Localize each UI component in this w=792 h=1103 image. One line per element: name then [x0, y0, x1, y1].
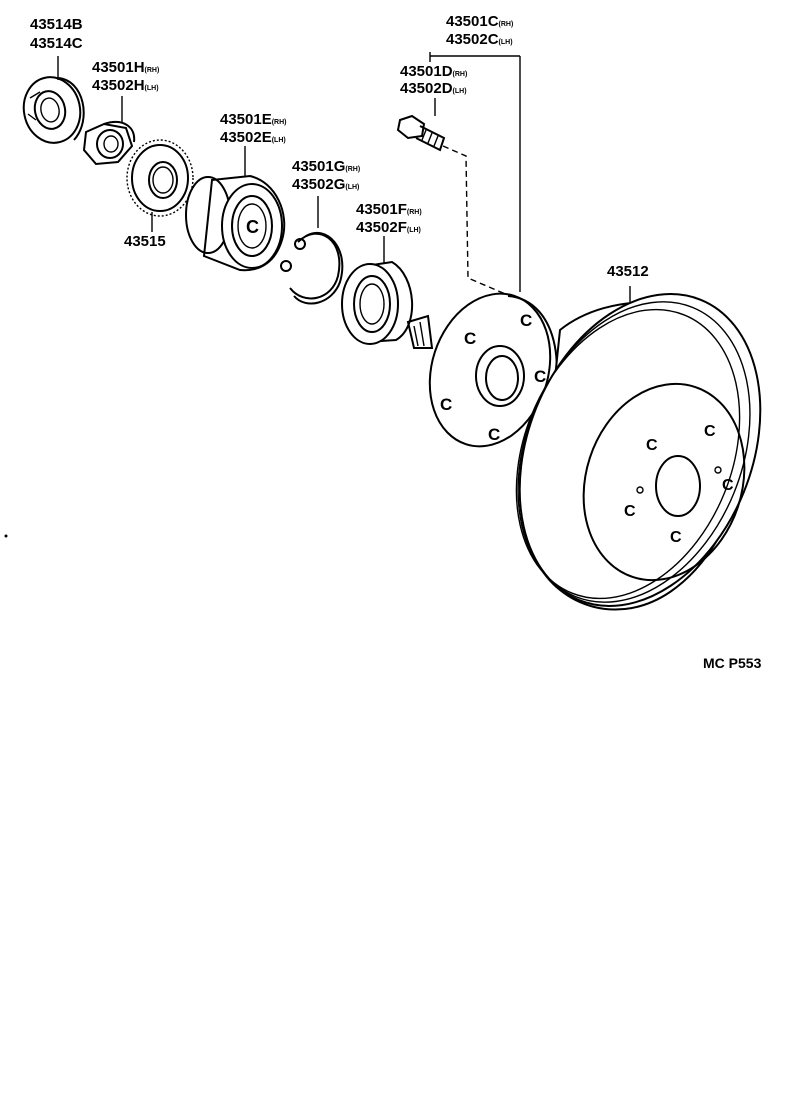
svg-text:C: C [246, 217, 259, 237]
drawing-code: MC P553 [703, 655, 762, 671]
stray-mark [4, 534, 8, 538]
svg-text:C: C [440, 395, 452, 414]
callout-43514b: 43514B [30, 16, 83, 33]
sensor-rotor [126, 139, 194, 217]
svg-text:C: C [488, 425, 500, 444]
svg-text:C: C [646, 437, 658, 454]
callout-43515: 43515 [124, 233, 166, 250]
svg-text:C: C [624, 503, 636, 520]
callout-43501c: 43501C(RH) [446, 13, 514, 30]
callout-43501e: 43501E(RH) [220, 111, 287, 128]
svg-text:C: C [704, 423, 716, 440]
snap-ring [280, 231, 344, 305]
callout-43501h: 43501H(RH) [92, 59, 160, 76]
svg-text:C: C [670, 529, 682, 546]
callout-43502d: 43502D(LH) [400, 80, 467, 97]
oil-seal [341, 260, 414, 345]
axle-hub: C C C C C [406, 292, 558, 448]
callout-43501d: 43501D(RH) [400, 63, 468, 80]
callout-43501g: 43501G(RH) [292, 158, 361, 175]
callout-43502c: 43502C(LH) [446, 31, 513, 48]
callout-43502h: 43502H(LH) [92, 77, 159, 94]
callout-43502g: 43502G(LH) [292, 176, 360, 193]
brake-disc: C C C C C [515, 293, 762, 611]
callout-43512: 43512 [607, 263, 649, 280]
grease-cap [22, 76, 85, 144]
svg-text:C: C [464, 329, 476, 348]
svg-text:C: C [534, 367, 546, 386]
hub-nut [82, 121, 136, 166]
callout-43501f: 43501F(RH) [356, 201, 422, 218]
hub-bolt [396, 114, 446, 152]
wheel-bearing: C [185, 174, 286, 272]
callout-43502e: 43502E(LH) [220, 129, 286, 146]
callout-43514c: 43514C [30, 35, 83, 52]
svg-text:C: C [722, 477, 734, 494]
svg-text:C: C [520, 311, 532, 330]
callout-43502f: 43502F(LH) [356, 219, 421, 236]
